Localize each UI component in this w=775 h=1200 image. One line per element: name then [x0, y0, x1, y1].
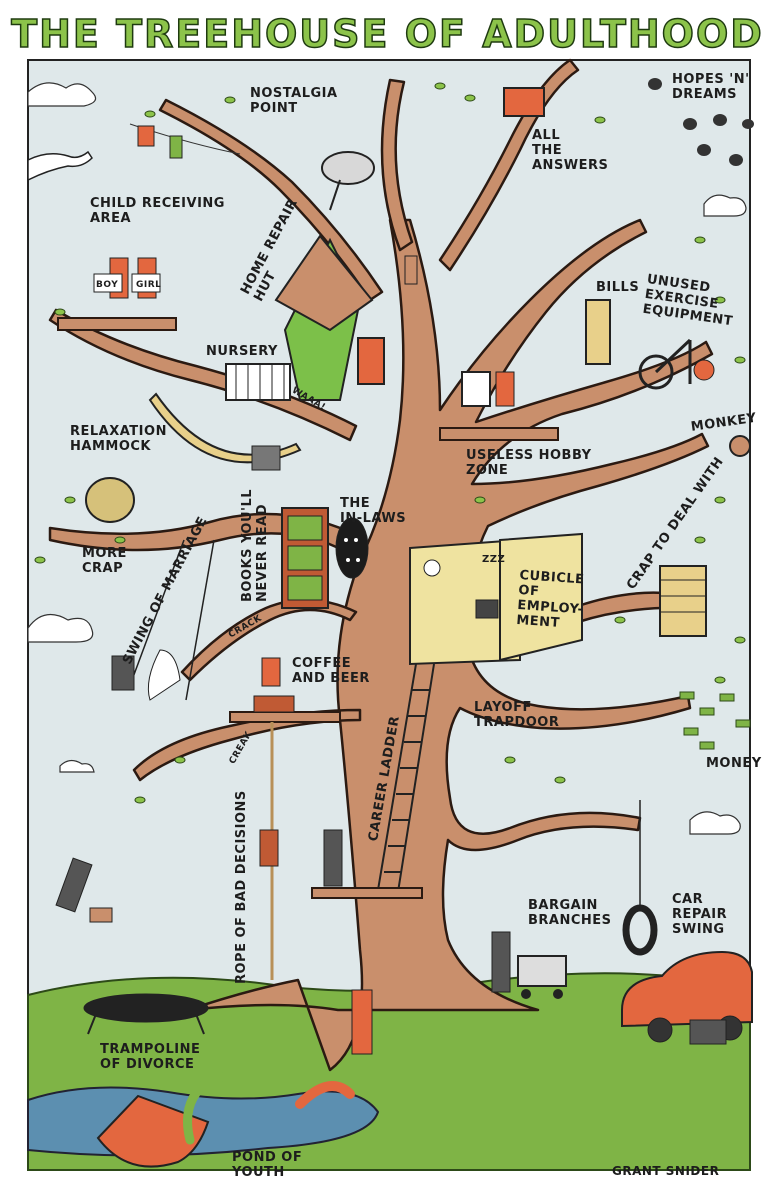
label-coffee-and-beer: COFFEE AND BEER [292, 656, 370, 686]
groom-figure [111, 655, 135, 691]
label-useless-hobby-zone: USELESS HOBBY ZONE [466, 448, 592, 478]
tentacle [183, 1072, 239, 1145]
label-car-repair-swing: CAR REPAIR SWING [672, 892, 728, 937]
leaves [34, 82, 746, 804]
falling-man-figure [55, 857, 93, 913]
climber-figure [259, 829, 279, 867]
trampoline-of-divorce [83, 993, 209, 1023]
lower-platform [311, 887, 423, 899]
label-nursery: NURSERY [206, 344, 278, 359]
child-receiving-platform [57, 317, 177, 331]
more-crap-pile [85, 477, 135, 523]
standing-figure [351, 989, 373, 1055]
hanging-pants [169, 135, 183, 159]
bookshelf [281, 507, 329, 609]
businessman-figure [323, 829, 343, 887]
label-cubicle-of-employment: CUBICLE OF EMPLOY- MENT [515, 568, 585, 631]
sign-girl: GIRL [136, 280, 162, 290]
in-laws-hole [335, 517, 369, 579]
nursery-crib [225, 363, 291, 401]
hanging-shirt [137, 125, 155, 147]
stork [27, 150, 93, 182]
monkey-figure [729, 435, 751, 457]
cubicle-of-employment [409, 532, 583, 666]
clouds [27, 82, 747, 835]
label-relaxation-hammock: RELAXATION HAMMOCK [70, 424, 167, 454]
label-nostalgia-point: NOSTALGIA POINT [250, 86, 338, 116]
label-money: MONEY [706, 756, 762, 771]
sinking-boat [96, 1094, 210, 1168]
swimmer-figure [295, 1081, 355, 1109]
relaxation-hammock [148, 392, 302, 464]
label-more-crap: MORE CRAP [82, 546, 127, 576]
birds [648, 78, 754, 166]
swing-rope-left [131, 539, 185, 681]
label-bills: BILLS [596, 280, 640, 295]
coffee-maker [261, 657, 281, 687]
label-hopes-n-dreams: HOPES 'N' DREAMS [672, 72, 750, 102]
money-bills [679, 691, 751, 750]
satellite-dish [321, 151, 375, 211]
label-bargain-branches: BARGAIN BRANCHES [528, 898, 612, 928]
shopping-cart [517, 955, 567, 999]
hobby-platform [439, 427, 559, 441]
label-rope-of-bad-decisions: ROPE OF BAD DECISIONS [234, 790, 249, 984]
answers-box [503, 87, 545, 117]
label-trampoline-of-divorce: TRAMPOLINE OF DIVORCE [100, 1042, 201, 1072]
label-pond-of-youth: POND OF YOUTH [232, 1150, 303, 1180]
crap-stack [659, 565, 707, 637]
label-all-the-answers: ALL THE ANSWERS [532, 128, 609, 173]
briefcase [89, 907, 113, 923]
children-figures [93, 257, 161, 299]
shopper-figure [491, 931, 511, 993]
sign-boy: BOY [96, 280, 119, 290]
exercise-bike [638, 338, 715, 390]
tire-swing [622, 904, 658, 956]
label-the-in-laws: THE IN-LAWS [340, 496, 407, 526]
artist-signature: GRANT SNIDER [612, 1164, 720, 1178]
label-layoff-trapdoor: LAYOFF TRAPDOOR [474, 700, 560, 730]
hammock-tv [251, 445, 281, 471]
bills-stack [585, 299, 611, 365]
beer-crate [253, 695, 295, 713]
painter-figure [495, 371, 515, 407]
career-ladder [377, 663, 435, 893]
home-repair-hut [274, 234, 418, 401]
easel-canvas [461, 371, 491, 407]
mechanic-figure [689, 1019, 727, 1045]
label-child-receiving-area: CHILD RECEIVING AREA [90, 196, 225, 226]
coffee-beer-platform [229, 711, 341, 723]
sound-zzz: ZZZ [482, 554, 506, 565]
swing-rope-right [185, 539, 215, 701]
label-books-youll-never-read: BOOKS YOU'LL NEVER READ [240, 488, 270, 602]
bride-figure [147, 649, 181, 701]
comic-title: THE TREEHOUSE OF ADULTHOOD [10, 11, 764, 57]
